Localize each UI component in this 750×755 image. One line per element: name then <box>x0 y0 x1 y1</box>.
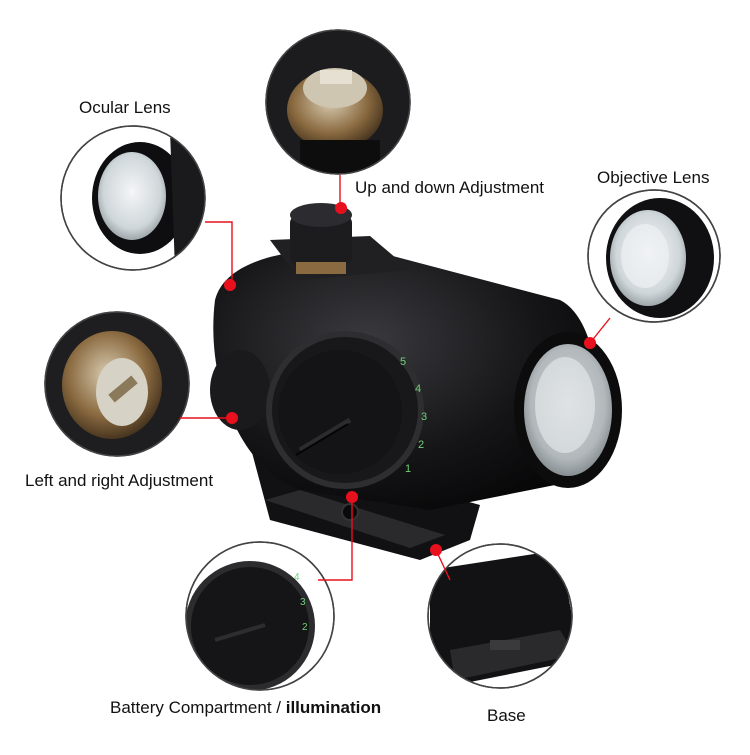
windage-turret <box>210 350 270 430</box>
dial-number: 3 <box>421 411 427 423</box>
label-objective-lens: Objective Lens <box>597 168 710 187</box>
callout-left-right <box>44 311 190 457</box>
callout-up-down <box>265 29 411 175</box>
label-left-right-adjustment: Left and right Adjustment <box>25 471 214 490</box>
marker-up-down <box>335 202 347 214</box>
scope-body: 5 4 3 2 1 <box>210 203 622 560</box>
marker-left-right <box>226 412 238 424</box>
marker-ocular <box>224 279 236 291</box>
leader-ocular <box>205 221 233 285</box>
leader-battery <box>318 498 353 581</box>
marker-objective <box>584 337 596 349</box>
callout-battery: 4 3 2 <box>185 541 335 691</box>
label-ocular-lens: Ocular Lens <box>79 98 171 117</box>
elevation-turret <box>290 215 352 265</box>
dial-number: 5 <box>400 356 406 368</box>
dial-number: 4 <box>415 383 421 395</box>
callout-ocular-lens <box>60 125 206 271</box>
svg-text:3: 3 <box>300 597 306 608</box>
svg-text:4: 4 <box>294 572 300 583</box>
callout-base <box>427 543 573 689</box>
label-base: Base <box>487 706 526 725</box>
markers <box>224 202 596 556</box>
label-up-down-adjustment: Up and down Adjustment <box>355 178 545 197</box>
marker-base <box>430 544 442 556</box>
illumination-label-text: illumination <box>285 698 382 717</box>
battery-label-text: Battery Compartment / <box>110 698 286 717</box>
dial-number: 2 <box>418 439 424 451</box>
marker-battery <box>346 491 358 503</box>
callout-objective-lens <box>587 189 721 323</box>
label-battery-compartment: Battery Compartment / illumination <box>110 698 381 718</box>
svg-text:2: 2 <box>302 622 308 633</box>
dial-number: 1 <box>405 463 411 475</box>
